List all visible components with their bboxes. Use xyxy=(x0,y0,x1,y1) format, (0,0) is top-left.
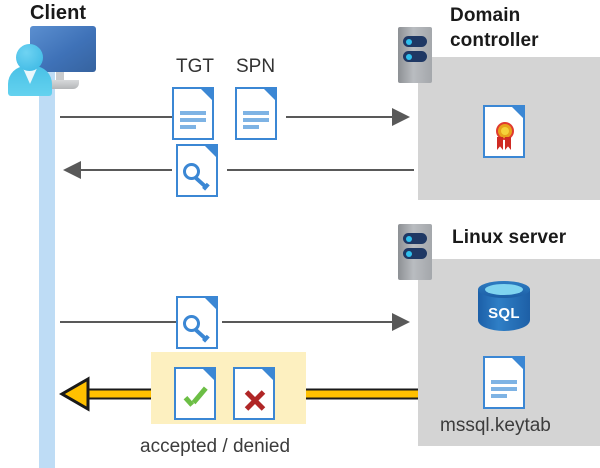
spn-document-icon xyxy=(235,87,277,140)
rack-led-dot xyxy=(406,38,412,45)
client-lifeline xyxy=(39,70,55,468)
client-title: Client xyxy=(30,2,87,24)
keytab-document-icon xyxy=(483,356,525,409)
person-head xyxy=(16,44,43,71)
sql-label: SQL xyxy=(488,305,520,322)
document-fold xyxy=(203,296,218,311)
rack-led-dot xyxy=(406,250,412,257)
document-fold xyxy=(203,144,218,159)
rack-bar xyxy=(403,233,427,244)
denied-document-icon xyxy=(233,367,275,420)
document-fold xyxy=(262,87,277,102)
rack-bar xyxy=(403,36,427,47)
service-ticket-key-document-icon xyxy=(176,296,218,349)
rack-bar xyxy=(403,248,427,259)
document-page xyxy=(235,87,277,140)
domain-controller-server-rack-icon xyxy=(398,27,432,83)
monitor-neck xyxy=(56,72,64,82)
document-fold xyxy=(201,367,216,382)
ticket-key-document-icon xyxy=(176,144,218,197)
check-glyph xyxy=(183,390,209,412)
document-text-lines xyxy=(491,380,517,401)
certificate-document-icon xyxy=(483,105,525,158)
document-text-lines xyxy=(243,111,269,132)
linux-server-rack-icon xyxy=(398,224,432,280)
domain-controller-title: Domain controller xyxy=(450,3,600,53)
tgt-document-icon xyxy=(172,87,214,140)
domain-controller-title-line2: controller xyxy=(450,30,539,51)
tgt-label: TGT xyxy=(176,56,214,77)
monitor-base xyxy=(41,80,79,89)
user-computer-icon xyxy=(8,26,96,96)
sql-database-icon: SQL xyxy=(478,281,530,339)
document-fold xyxy=(260,367,275,382)
document-fold xyxy=(510,356,525,371)
rack-led-dot xyxy=(406,235,412,242)
flow-4-arrow-left-segment xyxy=(58,376,151,412)
accepted-denied-label: accepted / denied xyxy=(140,436,291,457)
linux-server-title: Linux server xyxy=(452,227,567,248)
domain-controller-title-line1: Domain xyxy=(450,5,521,26)
cross-glyph xyxy=(243,389,267,413)
rack-bar xyxy=(403,51,427,62)
accepted-document-icon xyxy=(174,367,216,420)
spn-label: SPN xyxy=(236,56,276,77)
db-cylinder-inner xyxy=(485,284,523,295)
document-fold xyxy=(199,87,214,102)
rack-led-dot xyxy=(406,53,412,60)
key-glyph xyxy=(183,161,211,191)
certificate-seal-glyph xyxy=(494,122,516,152)
document-text-lines xyxy=(180,111,206,132)
keytab-label: mssql.keytab xyxy=(440,415,551,436)
key-glyph xyxy=(183,313,211,343)
document-fold xyxy=(510,105,525,120)
